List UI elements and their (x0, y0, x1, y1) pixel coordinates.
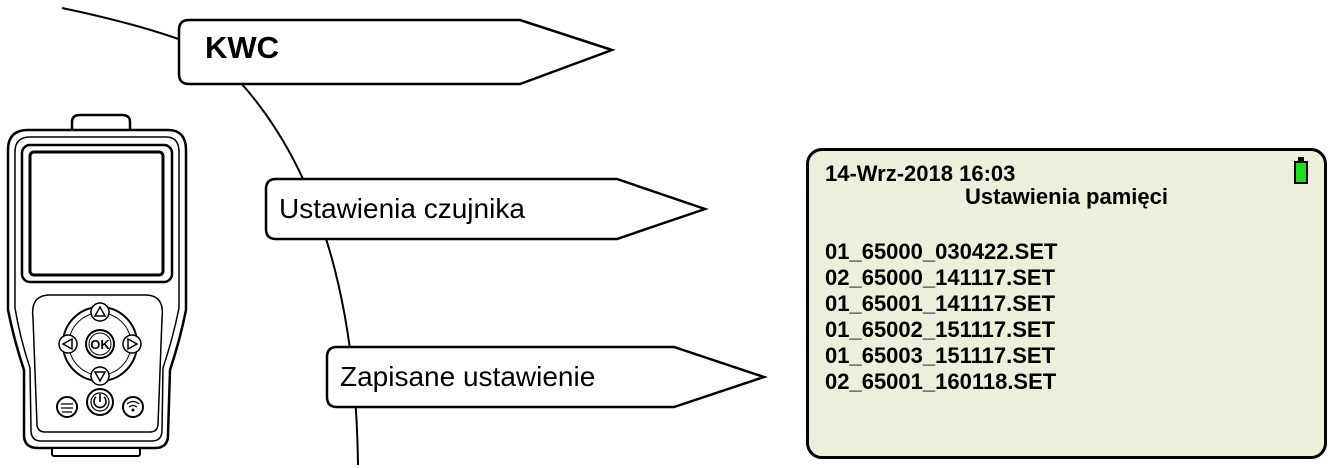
tag-sensor-settings-label[interactable]: Ustawienia czujnika (279, 193, 525, 224)
settings-file-item[interactable]: 02_65000_141117.SET (825, 265, 1056, 290)
settings-file-list: 01_65000_030422.SET 02_65000_141117.SET … (825, 239, 1057, 395)
settings-file-item[interactable]: 01_65002_151117.SET (825, 317, 1056, 342)
power-icon (86, 388, 114, 416)
down-arrow-icon (90, 366, 110, 386)
settings-file-item[interactable]: 01_65003_151117.SET (825, 343, 1056, 368)
tag-kwc-label[interactable]: KWC (205, 30, 280, 65)
right-arrow-icon (122, 334, 142, 354)
screen-title: Ustawienia pamięci (965, 184, 1168, 209)
tag-saved-setting-label[interactable]: Zapisane ustawienie (340, 361, 596, 392)
tag-kwc (177, 18, 616, 86)
left-function-icon (56, 396, 78, 418)
wireless-icon (122, 396, 144, 418)
screen-datetime: 14-Wrz-2018 16:03 (825, 161, 1016, 186)
ok-button-icon: OK (85, 329, 115, 359)
tag-sensor-settings (264, 177, 709, 241)
tag-saved-setting (325, 345, 768, 409)
memory-settings-screen: 14-Wrz-2018 16:03 Ustawienia pamięci 01_… (806, 148, 1327, 459)
up-arrow-icon (90, 302, 110, 322)
device-screen (28, 150, 165, 277)
settings-file-item[interactable]: 02_65001_160118.SET (825, 369, 1057, 394)
settings-file-item[interactable]: 01_65001_141117.SET (825, 291, 1056, 316)
left-arrow-icon (58, 334, 78, 354)
ok-button-label: OK (90, 337, 110, 352)
settings-file-item[interactable]: 01_65000_030422.SET (825, 239, 1058, 264)
battery-icon (1294, 157, 1308, 184)
